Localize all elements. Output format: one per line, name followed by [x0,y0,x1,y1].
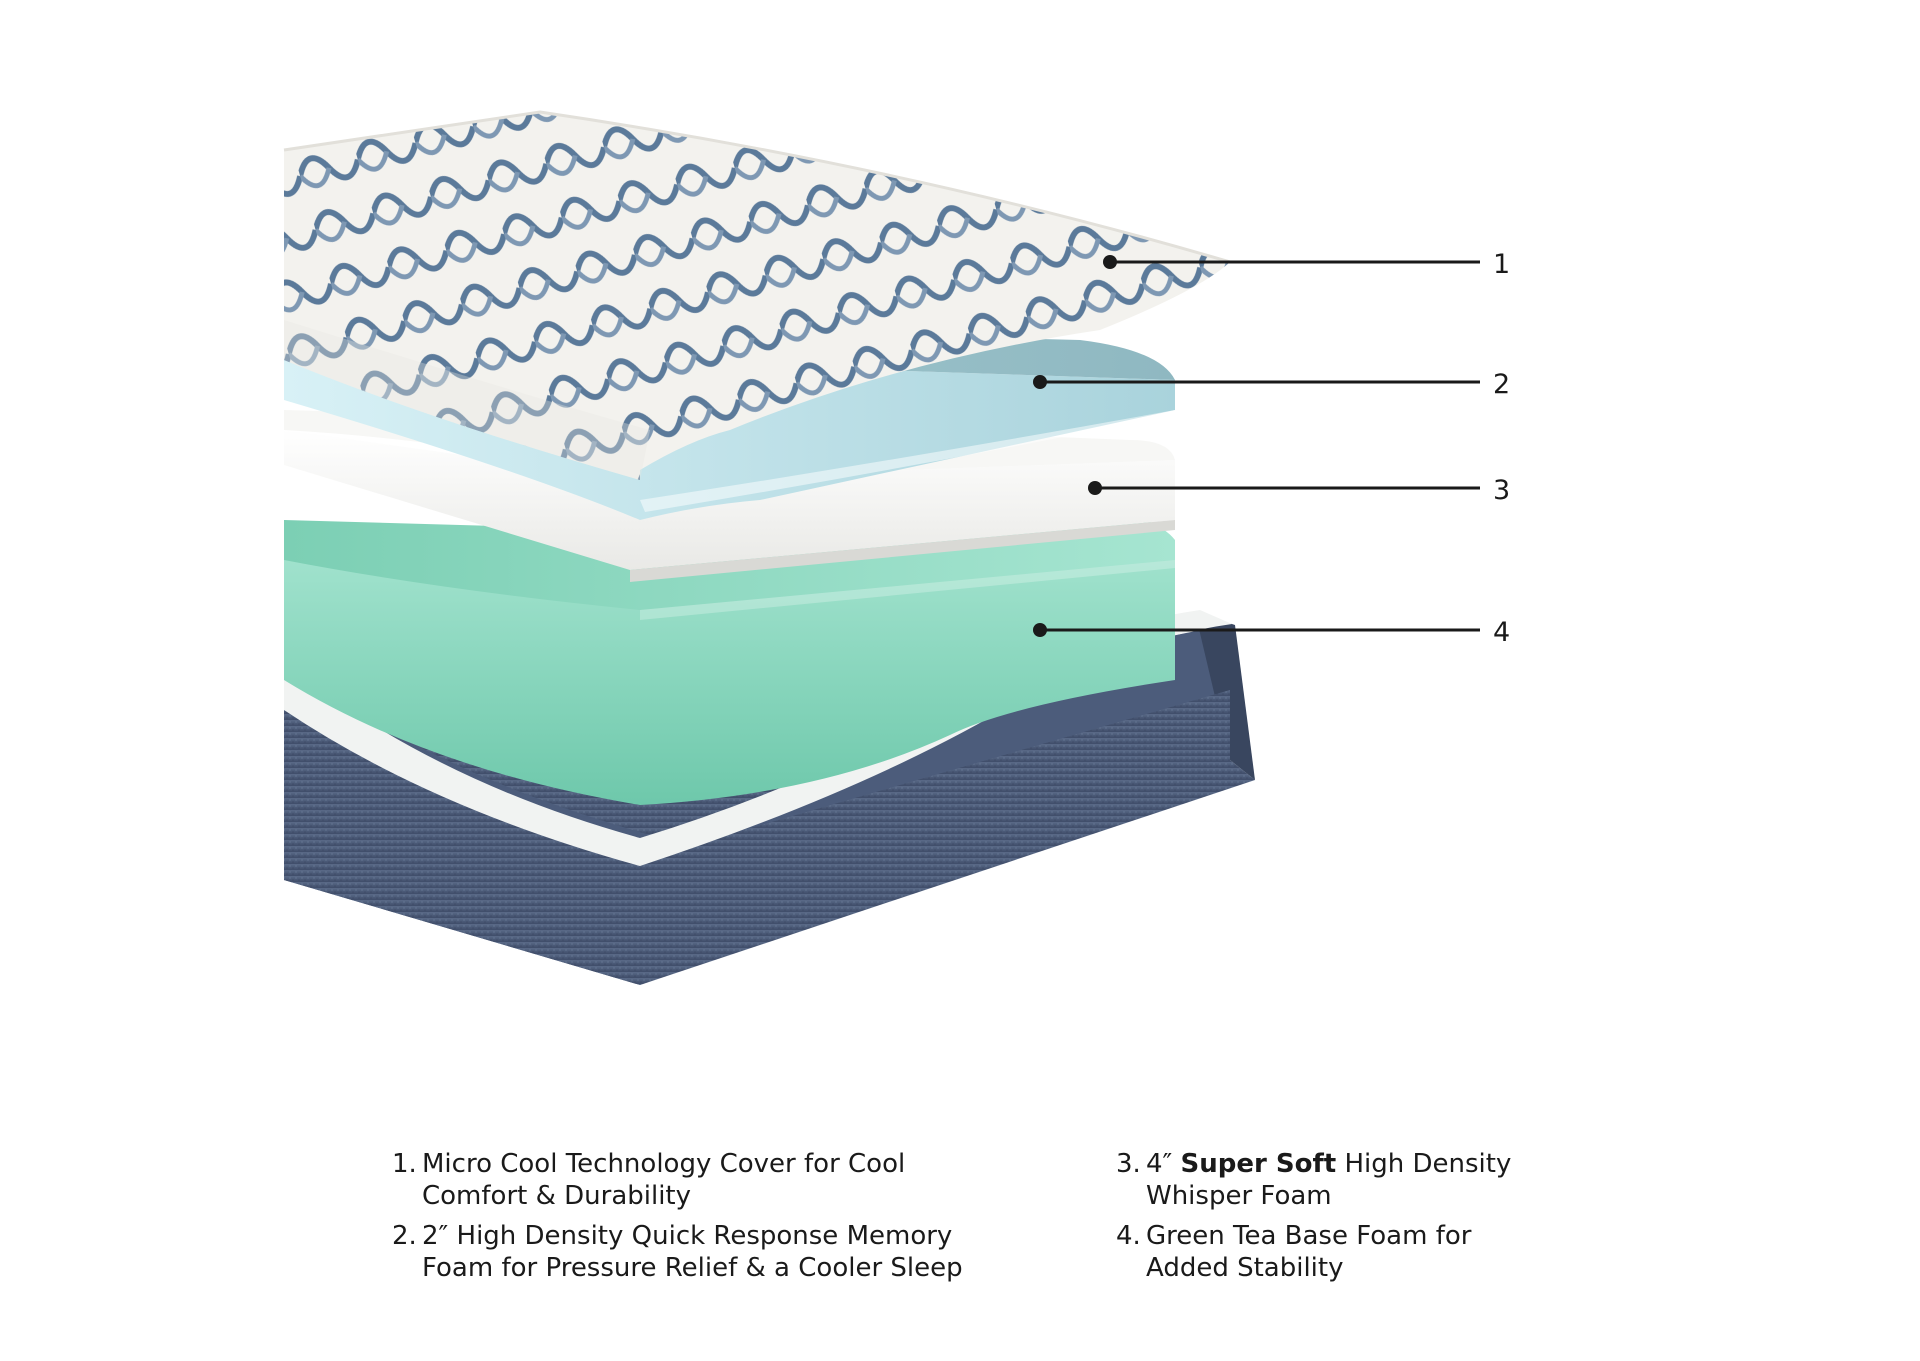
legend-item-1: 1. Micro Cool Technology Cover for Cool … [392,1148,1012,1212]
legend-left-column: 1. Micro Cool Technology Cover for Cool … [392,1148,1012,1292]
legend-item-line: 2″ High Density Quick Response Memory [422,1221,953,1251]
legend-item-text: 4″ Super Soft High Density Whisper Foam [1146,1148,1576,1212]
legend-item-3: 3. 4″ Super Soft High Density Whisper Fo… [1116,1148,1576,1212]
legend-item-line: 4″ Super Soft High Density [1146,1148,1576,1180]
callout-2: 2 [1033,369,1510,400]
mattress-layers-diagram: 1 2 3 4 [283,110,1510,985]
legend-item-number: 1. [392,1149,417,1179]
legend-right-column: 3. 4″ Super Soft High Density Whisper Fo… [1116,1148,1576,1292]
legend-item-4: 4. Green Tea Base Foam for Added Stabili… [1116,1220,1576,1284]
legend-item-prefix: 4″ [1146,1149,1181,1179]
callout-2-label: 2 [1493,369,1510,400]
callout-1: 1 [1103,249,1510,280]
legend-item-line: Green Tea Base Foam for [1146,1221,1472,1251]
callout-3-label: 3 [1493,475,1510,506]
legend-item-line: Micro Cool Technology Cover for Cool [422,1149,906,1179]
callout-4-label: 4 [1493,617,1510,648]
legend-item-suffix: High Density [1336,1149,1512,1179]
callout-3: 3 [1088,475,1510,506]
cover-layer [283,110,1231,480]
callout-4: 4 [1033,617,1510,648]
legend-item-text: Green Tea Base Foam for Added Stability [1146,1220,1576,1284]
legend-item-line: Added Stability [1146,1253,1344,1283]
legend-item-line: Comfort & Durability [422,1181,692,1211]
legend-item-number: 3. [1116,1149,1141,1179]
legend-item-line: Foam for Pressure Relief & a Cooler Slee… [422,1253,963,1283]
legend-item-2: 2. 2″ High Density Quick Response Memory… [392,1220,1012,1284]
legend-item-text: 2″ High Density Quick Response Memory Fo… [422,1220,1012,1284]
callout-1-label: 1 [1493,249,1510,280]
legend-item-number: 2. [392,1221,417,1251]
legend-item-number: 4. [1116,1221,1141,1251]
legend-item-line: Whisper Foam [1146,1181,1332,1211]
legend-item-text: Micro Cool Technology Cover for Cool Com… [422,1148,1012,1212]
legend-item-emphasis: Super Soft [1180,1149,1337,1179]
